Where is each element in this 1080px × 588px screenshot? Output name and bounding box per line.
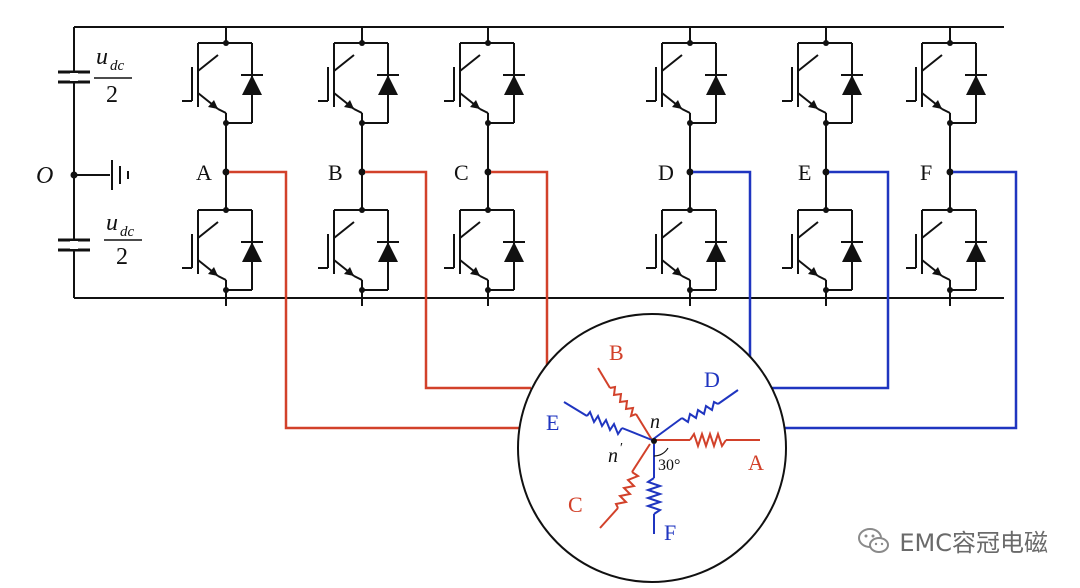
leg-f: F: [905, 26, 988, 307]
winding-d: [651, 389, 739, 441]
wire-a: [229, 170, 522, 430]
winding-f: [644, 444, 664, 534]
winding-label-a: A: [748, 450, 764, 475]
leg-d: D: [645, 26, 728, 307]
neutral-label-n-prime: n ′: [608, 441, 623, 467]
svg-text:′: ′: [620, 441, 623, 456]
wire-d: [693, 170, 752, 365]
ground-icon: [111, 160, 129, 190]
neutral-point: [651, 438, 657, 444]
leg-c: C: [443, 26, 526, 307]
leg-e-label: E: [798, 160, 811, 185]
winding-b: [597, 367, 653, 441]
winding-c: [599, 443, 651, 529]
leg-c-label: C: [454, 160, 469, 185]
winding-a: [656, 430, 760, 450]
wire-c: [491, 170, 549, 365]
winding-label-b: B: [609, 340, 624, 365]
cap-top-voltage-label: u dc 2: [94, 44, 132, 108]
motor-circle: [517, 313, 787, 583]
winding-label-c: C: [568, 492, 583, 517]
watermark-text: EMC容冠电磁: [899, 529, 1048, 557]
wire-e: [770, 170, 890, 390]
midpoint-label: O: [36, 163, 53, 189]
svg-text:n: n: [608, 445, 618, 467]
svg-text:dc: dc: [110, 58, 125, 74]
watermark: EMC容冠电磁: [857, 523, 1048, 558]
angle-arc: [653, 447, 669, 457]
leg-e: E: [781, 26, 864, 307]
leg-d-label: D: [658, 160, 674, 185]
capacitor-top: [58, 70, 90, 84]
leg-b: B: [317, 26, 400, 307]
svg-text:u: u: [106, 210, 118, 236]
winding-label-f: F: [664, 520, 676, 545]
cap-bottom-voltage-label: u dc 2: [104, 210, 142, 270]
angle-label: 30°: [658, 457, 680, 474]
wire-f: [780, 170, 1018, 430]
leg-a-label: A: [196, 160, 212, 185]
neutral-label-n: n: [650, 411, 660, 433]
svg-text:2: 2: [106, 82, 118, 108]
winding-e: [563, 401, 653, 441]
svg-text:2: 2: [116, 244, 128, 270]
leg-b-label: B: [328, 160, 343, 185]
leg-f-label: F: [920, 160, 932, 185]
capacitor-bottom: [58, 238, 90, 252]
leg-a: A: [181, 26, 264, 307]
svg-text:dc: dc: [120, 224, 135, 240]
winding-label-e: E: [546, 410, 559, 435]
wechat-icon: [858, 527, 890, 553]
wire-b: [365, 170, 531, 390]
winding-label-d: D: [704, 367, 720, 392]
svg-text:u: u: [96, 44, 108, 70]
